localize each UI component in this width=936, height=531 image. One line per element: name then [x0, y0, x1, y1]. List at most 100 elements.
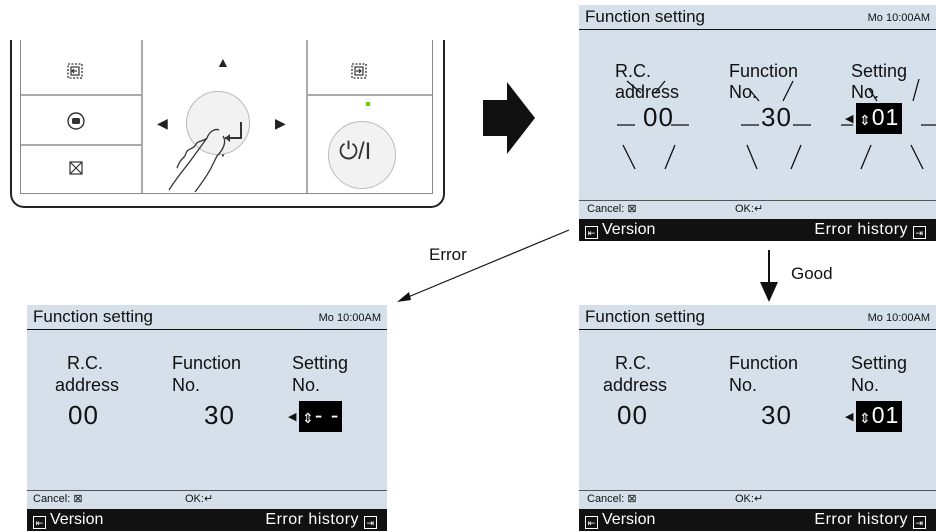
error-history-button[interactable]: Error history ⇥: [265, 511, 381, 529]
menu-enter-button[interactable]: [66, 62, 84, 80]
rc-address-value: 00: [68, 400, 99, 430]
cancel-hint: Cancel: ⊠: [33, 493, 83, 505]
panel-divider: [141, 40, 143, 193]
right-flow-arrow: [483, 82, 535, 154]
screen-title: Function setting: [33, 307, 154, 326]
setting-label-2: No.: [851, 375, 880, 395]
setting-value-selected[interactable]: ⇕- -: [299, 401, 343, 432]
version-label: Version: [50, 511, 104, 528]
version-icon: ⇤: [585, 516, 598, 529]
left-arrow-button[interactable]: ◀: [157, 115, 168, 131]
rc-label: R.C.: [615, 61, 651, 81]
good-arrow: [760, 250, 778, 302]
version-label: Version: [602, 511, 656, 528]
up-down-icon: ⇕: [859, 410, 872, 426]
error-history-icon: ⇥: [364, 516, 377, 529]
screen-title: Function setting: [585, 7, 706, 26]
ok-hint: OK:↵: [735, 493, 764, 505]
function-number-value: 30: [204, 400, 235, 430]
cancel-hint: Cancel: ⊠: [587, 493, 637, 505]
rc-address-value: 00: [617, 400, 648, 430]
setting-label-2: No.: [851, 82, 880, 102]
right-arrow-button[interactable]: ▶: [275, 115, 286, 131]
good-label: Good: [791, 264, 833, 283]
menu-button[interactable]: [66, 111, 86, 131]
left-cursor-icon: ◀: [845, 411, 854, 423]
bottom-bar: ⇤ Version Error history ⇥: [579, 509, 936, 531]
version-button[interactable]: ⇤ Version: [585, 221, 655, 239]
version-button[interactable]: ⇤ Version: [585, 511, 655, 529]
setting-label: Setting: [851, 61, 908, 81]
panel-divider: [306, 94, 432, 96]
error-history-icon: ⇥: [913, 516, 926, 529]
bottom-bar: ⇤ Version Error history ⇥: [579, 219, 936, 241]
menu-return-icon: [351, 63, 367, 79]
title-underline: [27, 329, 387, 330]
error-history-button[interactable]: Error history ⇥: [814, 511, 930, 529]
screen-title: Function setting: [585, 307, 706, 326]
function-label: Function: [172, 353, 242, 373]
panel-divider: [21, 94, 141, 96]
cancel-button[interactable]: [67, 159, 85, 177]
title-underline: [579, 329, 936, 330]
error-history-icon: ⇥: [913, 226, 926, 239]
setting-value-selected[interactable]: ⇕01: [856, 401, 903, 432]
setting-value-selected[interactable]: ⇕01: [856, 103, 903, 134]
error-arrow: [397, 229, 570, 302]
cancel-hint: Cancel: ⊠: [587, 203, 637, 215]
blink-marks: [617, 78, 936, 170]
power-icon: ⏻/I: [339, 138, 372, 165]
rc-label-2: address: [603, 375, 668, 395]
error-history-label: Error history: [814, 511, 909, 528]
setting-label-2: No.: [292, 375, 321, 395]
version-icon: ⇤: [585, 226, 598, 239]
error-history-label: Error history: [265, 511, 360, 528]
function-label: Function: [729, 61, 799, 81]
bottom-bar: ⇤ Version Error history ⇥: [27, 509, 387, 531]
setting-label: Setting: [851, 353, 908, 373]
power-indicator-led: [366, 102, 370, 106]
lcd-screen-top: Function setting Mo 10:00AM R.C. address…: [579, 5, 936, 241]
function-label-2: No.: [729, 82, 758, 102]
error-history-label: Error history: [814, 221, 909, 238]
function-label-2: No.: [729, 375, 758, 395]
menu-return-button[interactable]: [350, 62, 368, 80]
cancel-x-icon: [69, 161, 83, 175]
status-separator: [27, 490, 387, 491]
setting-label: Setting: [292, 353, 349, 373]
title-underline: [579, 29, 936, 30]
version-label: Version: [602, 221, 656, 238]
panel-divider: [306, 40, 308, 193]
status-separator: [579, 200, 936, 201]
error-history-button[interactable]: Error history ⇥: [814, 221, 930, 239]
rc-address-value: 00: [643, 102, 674, 132]
clock: Mo 10:00AM: [867, 12, 930, 24]
clock: Mo 10:00AM: [318, 312, 381, 324]
version-button[interactable]: ⇤ Version: [33, 511, 103, 529]
rc-label: R.C.: [67, 353, 103, 373]
setting-value: 01: [871, 402, 900, 428]
rc-label: R.C.: [615, 353, 651, 373]
left-cursor-icon: ◀: [845, 113, 854, 125]
function-label: Function: [729, 353, 799, 373]
up-arrow-button[interactable]: ▲: [216, 54, 230, 70]
error-label: Error: [429, 245, 467, 264]
version-icon: ⇤: [33, 516, 46, 529]
rc-label-2: address: [615, 82, 680, 102]
up-down-icon: ⇕: [302, 410, 315, 426]
ok-hint: OK:↵: [735, 203, 764, 215]
pressing-hand-icon: [168, 122, 242, 193]
setting-value: - -: [314, 402, 340, 428]
rc-label-2: address: [55, 375, 120, 395]
setting-value: 01: [871, 104, 900, 130]
ok-hint: OK:↵: [185, 493, 214, 505]
panel-divider: [21, 144, 141, 146]
lcd-screen-error: Function setting Mo 10:00AM R.C. address…: [27, 305, 387, 531]
power-button[interactable]: [328, 121, 396, 189]
up-down-icon: ⇕: [859, 112, 872, 128]
left-cursor-icon: ◀: [288, 411, 297, 423]
menu-enter-icon: [67, 63, 83, 79]
function-number-value: 30: [761, 400, 792, 430]
status-separator: [579, 490, 936, 491]
function-number-value: 30: [761, 102, 792, 132]
